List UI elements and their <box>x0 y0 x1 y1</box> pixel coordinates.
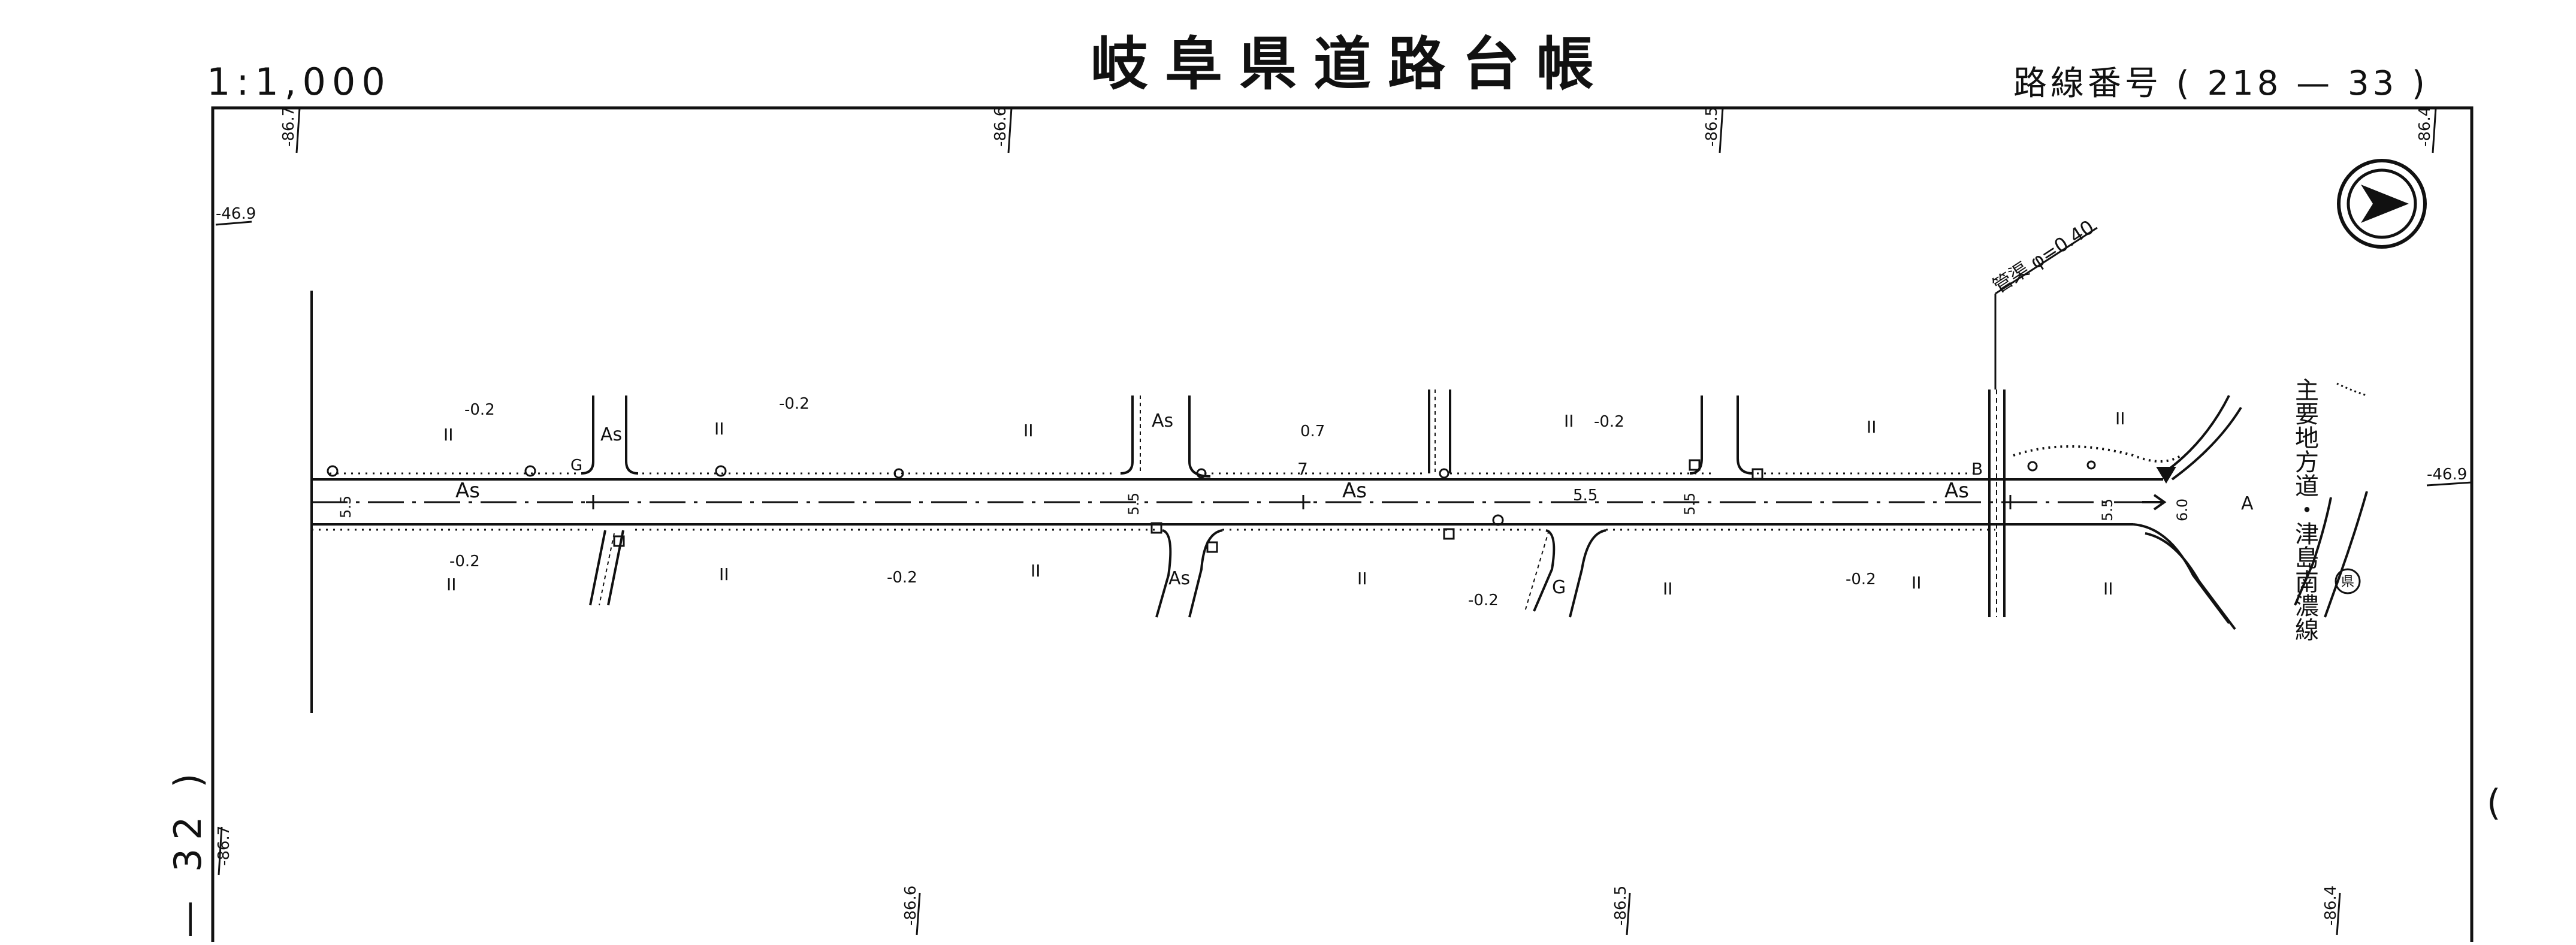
bottom-coord-1: -86.7 <box>215 826 233 866</box>
elevation-1: -0.2 <box>464 401 495 419</box>
point-b-label: B <box>1971 459 1983 479</box>
land-mark: II <box>714 419 724 439</box>
land-mark: II <box>2103 579 2113 599</box>
width-label-right: 6.0 <box>2174 499 2191 521</box>
land-mark: II <box>1023 421 1034 440</box>
left-coord: -46.9 <box>216 205 256 223</box>
top-coord-4: -86.4 <box>2416 107 2434 147</box>
width-label-mid2: 5.5 <box>1681 493 1698 515</box>
width-label-mid1: 5.5 <box>1125 493 1142 515</box>
land-mark: II <box>1911 573 1922 593</box>
prefectural-road-badge-icon: 県 <box>2335 568 2361 594</box>
land-mark: II <box>1357 569 1367 588</box>
page-number-label: — 32 ) <box>166 765 210 938</box>
width-label-mid3: 5.5 <box>2099 499 2116 521</box>
elevation-6: -0.2 <box>887 569 917 587</box>
bottom-coord-4: -86.4 <box>2322 886 2340 926</box>
elevation-2: -0.2 <box>779 395 810 413</box>
land-mark: II <box>443 425 454 445</box>
elevation-8: -0.2 <box>1846 570 1876 588</box>
left-coord-tick <box>215 221 252 226</box>
bottom-coord-2: -86.6 <box>902 886 920 926</box>
land-mark: II <box>1031 561 1041 581</box>
right-coord: -46.9 <box>2427 466 2467 484</box>
elevation-7: -0.2 <box>1468 591 1499 609</box>
land-mark: II <box>1867 417 1877 437</box>
surface-label-4: As <box>1168 568 1190 589</box>
point-a-label: A <box>2241 493 2254 514</box>
svg-text:県: 県 <box>2341 575 2354 590</box>
land-mark: II <box>719 564 729 584</box>
pipe-annotation: 管渠 φ=0.40 <box>1989 216 2098 298</box>
surface-label-5: As <box>1342 479 1367 503</box>
width-label-left: 5.5 <box>337 496 354 518</box>
land-mark: II <box>1663 579 1673 599</box>
center-width-value: 5.5 <box>1573 487 1597 505</box>
top-coord-1: -86.7 <box>280 107 298 147</box>
surface-label-3: As <box>1152 410 1173 431</box>
sheet-title: 岐阜県道路台帳 <box>1091 31 1611 98</box>
land-mark: II <box>2115 409 2125 428</box>
survey-crosses <box>586 495 2018 509</box>
top-coord-2: -86.6 <box>992 107 1010 147</box>
right-coord-tick <box>2426 481 2472 487</box>
elevation-5: -0.2 <box>449 552 480 570</box>
crossroad-label: 主要地方道・津島南濃線 <box>2295 377 2319 644</box>
point-g-label: G <box>1552 577 1566 598</box>
surface-label-1: As <box>455 479 480 503</box>
north-arrow-icon <box>2337 159 2427 249</box>
road-plan <box>310 227 2368 713</box>
elevation-4: -0.2 <box>1594 413 1624 431</box>
land-mark: II <box>1564 411 1574 431</box>
right-bracket: ( <box>2487 782 2500 824</box>
crossroad-label-text: 主要地方道・津島南濃線 <box>2295 377 2319 644</box>
land-mark: II <box>446 575 457 594</box>
scale-label: 1:1,000 <box>207 60 391 104</box>
bottom-coord-3: -86.5 <box>1612 886 1630 926</box>
land-use-marks: II II II II II II II II II II II II II <box>443 409 2125 599</box>
segment-number: 7 <box>1297 459 1308 479</box>
elevation-3: 0.7 <box>1300 422 1325 440</box>
top-coordinate-ticks <box>295 107 2437 153</box>
point-g2-label: G <box>570 457 582 475</box>
bottom-coordinate-ticks <box>218 826 2341 935</box>
surface-label-2: As <box>600 424 622 445</box>
top-coord-3: -86.5 <box>1703 107 1721 147</box>
surface-label-6: As <box>1944 479 1969 503</box>
route-number-label: 路線番号 ( 218 — 33 ) <box>2013 64 2429 103</box>
utility-symbols <box>327 459 2096 553</box>
